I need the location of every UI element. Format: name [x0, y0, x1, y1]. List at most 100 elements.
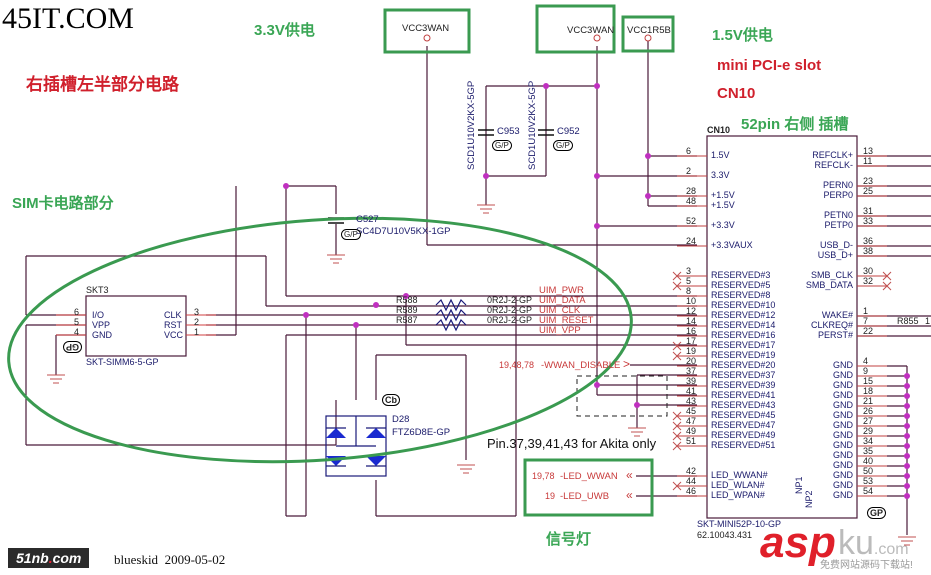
- cn10-right-pin-num: 4: [863, 356, 869, 366]
- cn10-left-pin-name: RESERVED#51: [711, 440, 776, 450]
- sim-pin-name: GND: [92, 330, 112, 340]
- no-connect-x: [672, 271, 682, 281]
- cn10-left-pin-name: RESERVED#45: [711, 410, 776, 420]
- sim-pin-name: I/O: [92, 310, 105, 320]
- cn10-left-pin-name: +3.3VAUX: [711, 240, 753, 250]
- cn10-right-pin-name: GND: [833, 380, 853, 390]
- junction-dot: [904, 483, 910, 489]
- cn10-left-pin-name: RESERVED#17: [711, 340, 776, 350]
- footer-author-date: blueskid 2009-05-02: [114, 552, 226, 567]
- resistor-part: 0R2J-2-GP: [487, 305, 533, 315]
- no-connect-x: [672, 431, 682, 441]
- cn10-right-pin-num: 15: [863, 376, 874, 386]
- cn10-right-pin-num: 40: [863, 456, 874, 466]
- junction-dot: [904, 463, 910, 469]
- title-signal-light: 信号灯: [546, 531, 592, 548]
- title-52pin: 52pin 右侧 插槽: [741, 116, 849, 133]
- cn10-left-pin-num: 41: [686, 386, 697, 396]
- gp-mark: G/P: [341, 229, 361, 240]
- cn10-left-pin-name: RESERVED#12: [711, 310, 776, 320]
- cn10-right-pin-num: 27: [863, 416, 874, 426]
- cn10-left-pin-num: 45: [686, 406, 697, 416]
- sim-pin-stubs: [56, 314, 216, 336]
- akita-note: Pin.37,39,41,43 for Akita only: [487, 436, 657, 451]
- diode-mark: Cb: [382, 394, 400, 406]
- cn10-right-pin-num: 7: [863, 316, 869, 326]
- cn10-left-pin-num: 14: [686, 316, 697, 326]
- net-label: UIM_RESET: [539, 315, 594, 326]
- cn10-right-pin-num: 53: [863, 476, 874, 486]
- sim-pin-name: CLK: [164, 310, 182, 320]
- resistor-part: 0R2J-2-GP: [487, 315, 533, 325]
- sim-pin-name: VCC: [164, 330, 184, 340]
- net-label: UIM_DATA: [539, 295, 586, 306]
- cn10-right-pin-num: 18: [863, 386, 874, 396]
- cn10-left-pin-num: 20: [686, 356, 697, 366]
- offpage-connector-icon: «: [626, 488, 633, 502]
- cn10-right-pin-name: USB_D+: [817, 250, 853, 260]
- led-signal-box: [523, 458, 654, 517]
- cn10-left-pin-num: 12: [686, 306, 697, 316]
- cn10-left-pin-name: LED_WLAN#: [711, 480, 765, 490]
- offpage-connector-icon: «: [626, 468, 633, 482]
- cn10-right-pin-name: SMB_CLK: [810, 270, 853, 280]
- akita-dashed-box: [576, 375, 668, 417]
- cn10-right-pin-num: 9: [863, 366, 869, 376]
- cn10-left-pin-num: 47: [686, 416, 697, 426]
- cn10-left-pin-num: 48: [686, 196, 697, 206]
- cn10-left-pin-name: +1.5V: [711, 200, 735, 210]
- cn10-right-pin-num: 50: [863, 466, 874, 476]
- cn10-right-pin-num: 35: [863, 446, 874, 456]
- sim-pin-num: 4: [74, 327, 80, 337]
- junction-dot: [904, 383, 910, 389]
- cn10-right-pin-name: CLKREQ#: [810, 320, 853, 330]
- footer-logo: 51nb.com: [8, 548, 90, 568]
- cn10-left-pin-name: 1.5V: [711, 150, 730, 160]
- cn10-left-pin-name: +3.3V: [711, 220, 735, 230]
- cn10-right-pin-num: 21: [863, 396, 874, 406]
- site-title: 45IT.COM: [2, 2, 134, 35]
- cn10-left-pin-name: RESERVED#20: [711, 360, 776, 370]
- sim-pin-name: VPP: [92, 320, 111, 330]
- cn10-left-pin-num: 5: [686, 276, 692, 286]
- led-net-refs: 19,78: [532, 471, 555, 481]
- no-connect-x: [672, 481, 682, 491]
- cn10-right-pin-name: GND: [833, 410, 853, 420]
- sim-pin-num: 6: [74, 307, 80, 317]
- junction-dot: [904, 443, 910, 449]
- cn10-right-pin-num: 26: [863, 406, 874, 416]
- junction-dot: [904, 493, 910, 499]
- cn10-left-pin-num: 6: [686, 146, 692, 156]
- cn10-left-pin-num: 49: [686, 426, 697, 436]
- no-connect-x: [672, 341, 682, 351]
- cn10-right-pin-name: GND: [833, 490, 853, 500]
- cn10-left-pin-name: RESERVED#47: [711, 420, 776, 430]
- cn10-left-pin-name: RESERVED#41: [711, 390, 776, 400]
- resistor-ref: R588: [396, 295, 418, 305]
- cn10-right-pin-name: PERST#: [817, 330, 853, 340]
- cn10-right-pin-num: 34: [863, 436, 874, 446]
- led-net-refs: 19: [545, 491, 556, 501]
- cap-part: SCD1U10V2KX-5GP: [527, 80, 538, 170]
- cn10-gp-mark: GP: [867, 507, 887, 519]
- cn10-left-pin-num: 44: [686, 476, 697, 486]
- cn10-left-pin-name: LED_WPAN#: [711, 490, 765, 500]
- junction-dot: [904, 453, 910, 459]
- sim-part: SKT-SIMM6-5-GP: [86, 357, 159, 367]
- cn10-left-pin-num: 3: [686, 266, 692, 276]
- sim-pin-num: 5: [74, 317, 80, 327]
- cn10-left-pin-num: 10: [686, 296, 697, 306]
- cn10-left-pin-name: RESERVED#3: [711, 270, 771, 280]
- cn10-right-pin-name: PERN0: [822, 180, 853, 190]
- title-right-slot-left-half: 右插槽左半部分电路: [26, 75, 179, 94]
- cn10-right-pin-num: 29: [863, 426, 874, 436]
- sim-pin-num: 2: [194, 317, 200, 327]
- cn10-left-pin-num: 42: [686, 466, 697, 476]
- sim-gp-mark: GP: [63, 341, 83, 353]
- sim-pin-name: RST: [164, 320, 182, 330]
- vcc1r5b-box: [621, 15, 675, 53]
- vcc3wan-box-left: [383, 8, 471, 54]
- cn10-left-pin-num: 8: [686, 286, 692, 296]
- cn10-right-pin-num: 32: [863, 276, 874, 286]
